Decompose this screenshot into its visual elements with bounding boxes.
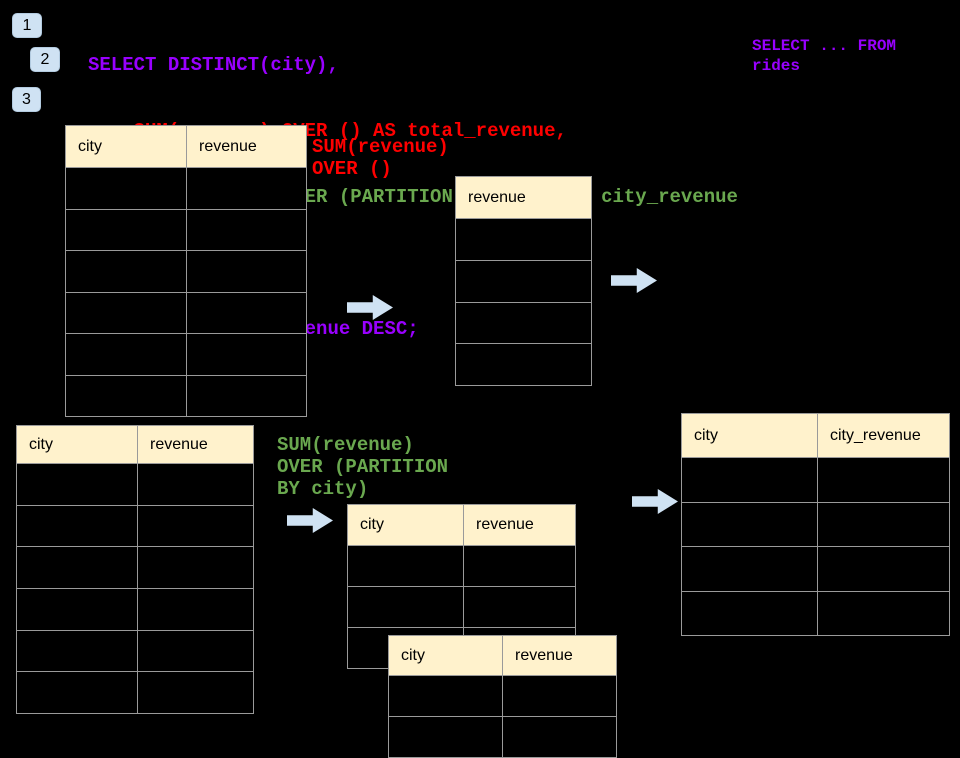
empty-cell (187, 292, 307, 334)
column-header-city: city (682, 414, 818, 458)
empty-cell (456, 219, 592, 261)
empty-cell (464, 587, 576, 628)
step-badge-2: 2 (30, 47, 60, 72)
empty-cell (348, 546, 464, 587)
empty-cell (187, 209, 307, 251)
column-header-city_revenue: city_revenue (818, 414, 950, 458)
flow-arrow-icon (632, 489, 678, 514)
empty-cell (138, 630, 254, 673)
empty-cell (818, 502, 950, 547)
empty-cell (682, 591, 818, 636)
flow-arrow-icon (287, 508, 333, 533)
column-header-city: city (66, 126, 187, 168)
column-header-revenue: revenue (138, 426, 254, 464)
empty-cell (456, 302, 592, 345)
empty-cell (818, 591, 950, 636)
empty-cell (464, 546, 576, 587)
window-total-annotation: SUM(revenue) OVER () (312, 136, 449, 180)
empty-cell (682, 458, 818, 503)
empty-cell (66, 168, 187, 210)
step-badge-1: 1 (12, 13, 42, 38)
empty-cell (66, 251, 187, 293)
column-header-city: city (17, 426, 138, 464)
empty-cell (456, 260, 592, 303)
empty-cell (66, 375, 187, 417)
empty-cell (682, 502, 818, 547)
column-header-revenue: revenue (456, 177, 592, 219)
empty-cell (17, 505, 138, 548)
column-header-city: city (348, 505, 464, 546)
empty-cell (187, 168, 307, 210)
empty-cell (17, 589, 138, 631)
empty-cell (456, 344, 592, 387)
empty-cell (138, 464, 254, 506)
empty-cell (66, 292, 187, 334)
empty-cell (187, 375, 307, 417)
empty-cell (818, 547, 950, 592)
step-badge-3: 3 (12, 87, 41, 112)
empty-cell (682, 547, 818, 592)
empty-cell (187, 334, 307, 376)
empty-cell (503, 676, 617, 717)
column-header-revenue: revenue (187, 126, 307, 168)
empty-cell (17, 464, 138, 506)
empty-cell (17, 672, 138, 715)
empty-cell (66, 334, 187, 376)
column-header-city: city (389, 636, 503, 676)
empty-cell (138, 589, 254, 631)
empty-cell (66, 209, 187, 251)
empty-cell (818, 458, 950, 503)
empty-cell (138, 505, 254, 548)
column-header-revenue: revenue (503, 636, 617, 676)
empty-cell (503, 717, 617, 758)
column-header-revenue: revenue (464, 505, 576, 546)
table-total-revenue: revenue (455, 176, 592, 387)
empty-cell (138, 547, 254, 590)
empty-cell (17, 547, 138, 590)
window-partition-annotation: SUM(revenue) OVER (PARTITION BY city) (277, 434, 449, 500)
empty-cell (17, 630, 138, 673)
empty-cell (389, 676, 503, 717)
source-note-annotation: SELECT ... FROM rides (752, 37, 897, 75)
empty-cell (187, 251, 307, 293)
sql-line-select: SELECT DISTINCT(city), (88, 54, 339, 76)
empty-cell (348, 587, 464, 628)
empty-cell (389, 717, 503, 758)
empty-cell (138, 672, 254, 715)
sql-window-function-diagram: 1 2 3 SELECT DISTINCT(city), SUM(revenue… (12, 13, 950, 758)
